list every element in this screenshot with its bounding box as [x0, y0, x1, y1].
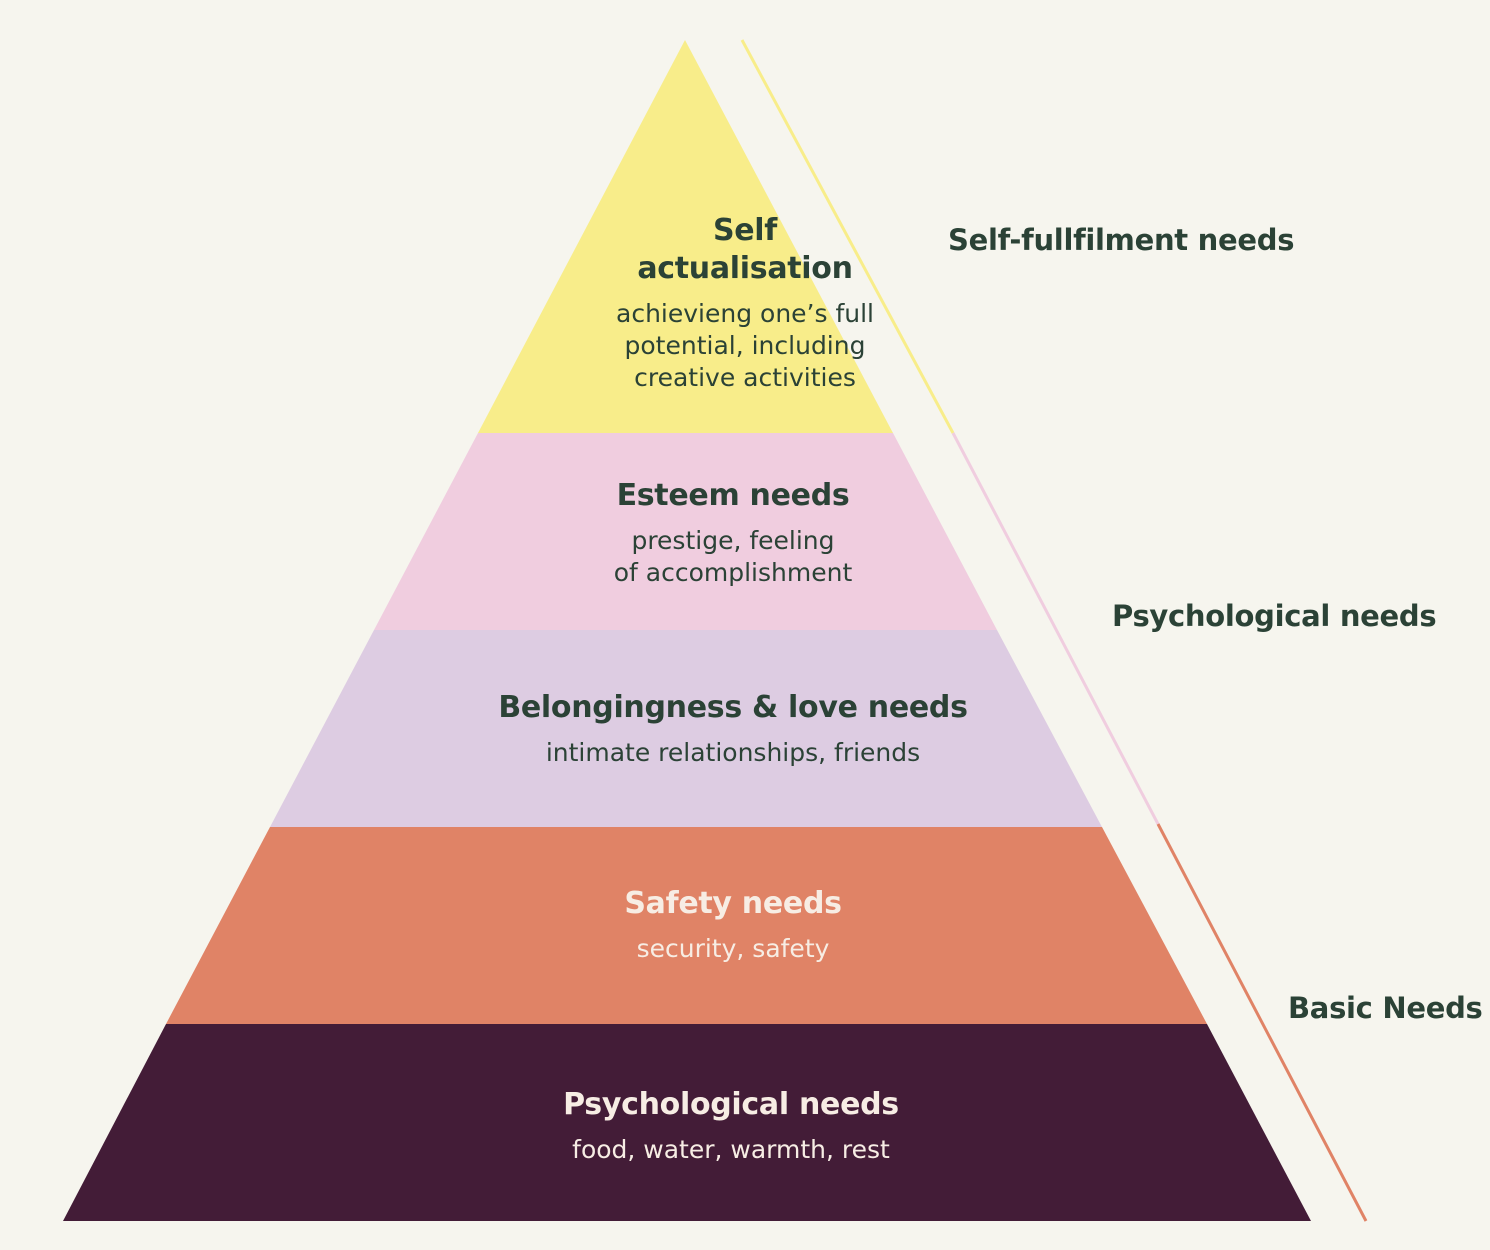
tier-safety-shape	[166, 827, 1207, 1024]
tier-belongingness-title: Belongingness & love needs	[498, 690, 968, 725]
tier-esteem-text: Esteem needs prestige, feeling of accomp…	[0, 477, 1478, 589]
tier-psychological-text: Psychological needs food, water, warmth,…	[0, 1086, 1476, 1166]
tier-self-actualisation-text: Self actualisation achievieng one’s full…	[0, 212, 1490, 394]
tier-belongingness-shape	[270, 630, 1102, 827]
tier-safety-text: Safety needs security, safety	[0, 885, 1478, 965]
tier-self-actualisation-title: Self actualisation	[637, 213, 853, 286]
tier-safety-description: security, safety	[636, 934, 830, 963]
psychological-bracket-line	[951, 432, 1160, 825]
tier-esteem-description: prestige, feeling of accomplishment	[613, 526, 853, 587]
tier-belongingness-description: intimate relationships, friends	[545, 738, 921, 767]
tier-psychological-shape	[63, 1024, 1311, 1221]
tier-safety-title: Safety needs	[624, 886, 842, 921]
basic-needs-bracket-line	[1156, 823, 1368, 1222]
tier-esteem-shape	[374, 433, 997, 630]
tier-self-actualisation-description: achievieng one’s full potential, includi…	[616, 299, 874, 392]
self-fulfilment-bracket-line	[740, 39, 955, 434]
tier-psychological-title: Psychological needs	[563, 1087, 899, 1122]
group-label-basic: Basic Needs	[1288, 991, 1483, 1025]
group-label-psychological: Psychological needs	[1112, 599, 1437, 633]
tier-esteem-title: Esteem needs	[616, 478, 850, 513]
tier-psychological-description: food, water, warmth, rest	[572, 1135, 890, 1164]
tier-belongingness-text: Belongingness & love needs intimate rela…	[0, 689, 1478, 769]
tier-self-actualisation-shape	[478, 40, 893, 433]
group-label-self-fulfilment: Self-fullfilment needs	[948, 223, 1295, 257]
